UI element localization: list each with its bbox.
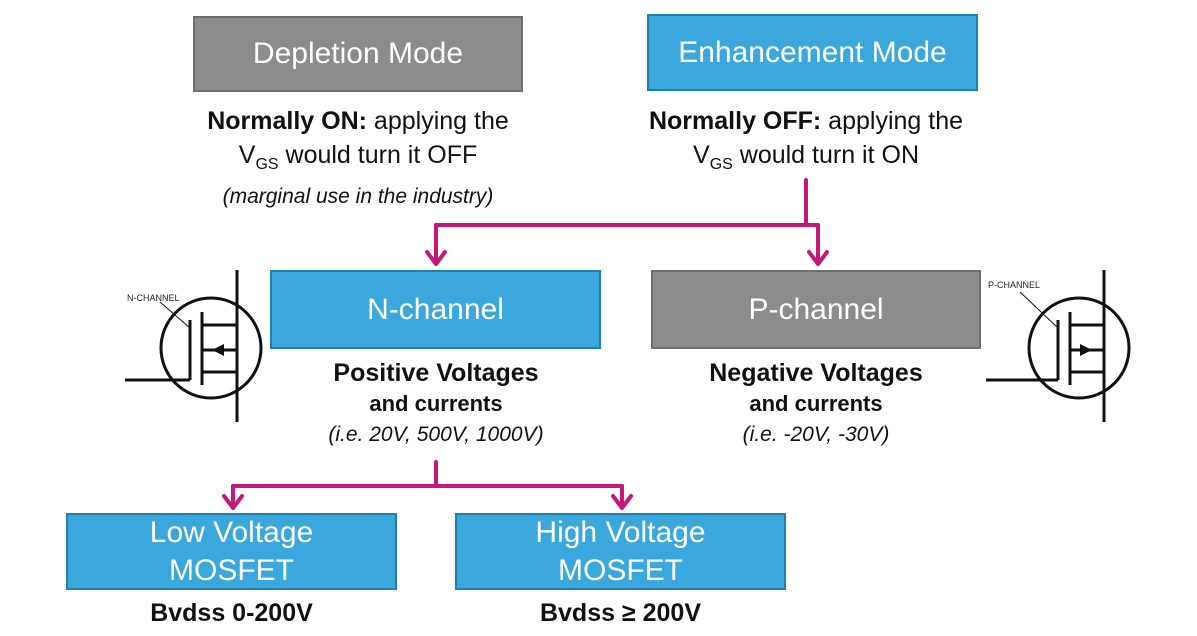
low-voltage-spec: Bvdss 0-200V [150, 599, 313, 627]
n-channel-arrow-icon [212, 344, 224, 356]
p-channel-examples: (i.e. -20V, -30V) [742, 423, 890, 446]
depletion-vgs-sub: GS [255, 156, 279, 173]
enhancement-mode-title: Enhancement Mode [678, 35, 947, 69]
n-channel-mosfet-symbol [125, 270, 263, 422]
high-voltage-line2: MOSFET [558, 553, 683, 587]
p-channel-mosfet-symbol [986, 270, 1131, 422]
p-channel-line1: Negative Voltages [709, 359, 923, 387]
n-channel-description: Positive Voltages and currents (i.e. 20V… [236, 357, 636, 451]
depletion-line2-rest: would turn it OFF [278, 141, 478, 169]
p-channel-description: Negative Voltages and currents (i.e. -20… [616, 357, 1016, 451]
depletion-desc-rest: applying the [366, 107, 509, 135]
low-voltage-line2: MOSFET [169, 553, 294, 587]
arrowhead-n-channel [425, 250, 447, 266]
enhancement-vgs-v: V [693, 141, 710, 169]
high-voltage-line1: High Voltage [535, 515, 706, 549]
depletion-vgs-v: V [238, 141, 256, 169]
p-channel-line2: and currents [749, 391, 883, 416]
n-channel-line1: Positive Voltages [333, 359, 539, 387]
low-voltage-mosfet-box: Low Voltage MOSFET [66, 513, 397, 590]
arrowhead-low-voltage [222, 494, 244, 510]
p-channel-symbol-label: P-CHANNEL [988, 280, 1041, 290]
p-channel-title: P-channel [748, 292, 884, 326]
n-channel-symbol-label: N-CHANNEL [127, 293, 180, 303]
p-channel-arrow-icon [1080, 344, 1092, 356]
high-voltage-spec: Bvdss ≥ 200V [539, 599, 702, 627]
high-voltage-mosfet-box: High Voltage MOSFET [455, 513, 786, 590]
enhancement-line2-rest: would turn it ON [732, 141, 919, 169]
arrowhead-high-voltage [611, 494, 633, 510]
arrowhead-p-channel [807, 250, 829, 266]
p-channel-box: P-channel [651, 270, 981, 349]
n-channel-title: N-channel [367, 292, 504, 326]
enhancement-desc-rest: applying the [821, 107, 964, 135]
enhancement-vgs-sub: GS [709, 156, 733, 173]
enhancement-description: Normally OFF: applying the VGS would tur… [586, 104, 1026, 182]
n-channel-examples: (i.e. 20V, 500V, 1000V) [328, 423, 544, 446]
n-channel-line2: and currents [369, 391, 503, 416]
depletion-mode-title: Depletion Mode [252, 37, 464, 70]
enhancement-mode-box: Enhancement Mode [647, 14, 978, 91]
depletion-description: Normally ON: applying the VGS would turn… [138, 104, 578, 212]
depletion-desc-bold: Normally ON: [207, 107, 367, 135]
depletion-note: (marginal use in the industry) [222, 185, 494, 208]
enhancement-desc-bold: Normally OFF: [648, 107, 822, 135]
n-channel-box: N-channel [270, 270, 601, 349]
low-voltage-line1: Low Voltage [149, 515, 314, 549]
depletion-mode-box: Depletion Mode [193, 16, 523, 92]
